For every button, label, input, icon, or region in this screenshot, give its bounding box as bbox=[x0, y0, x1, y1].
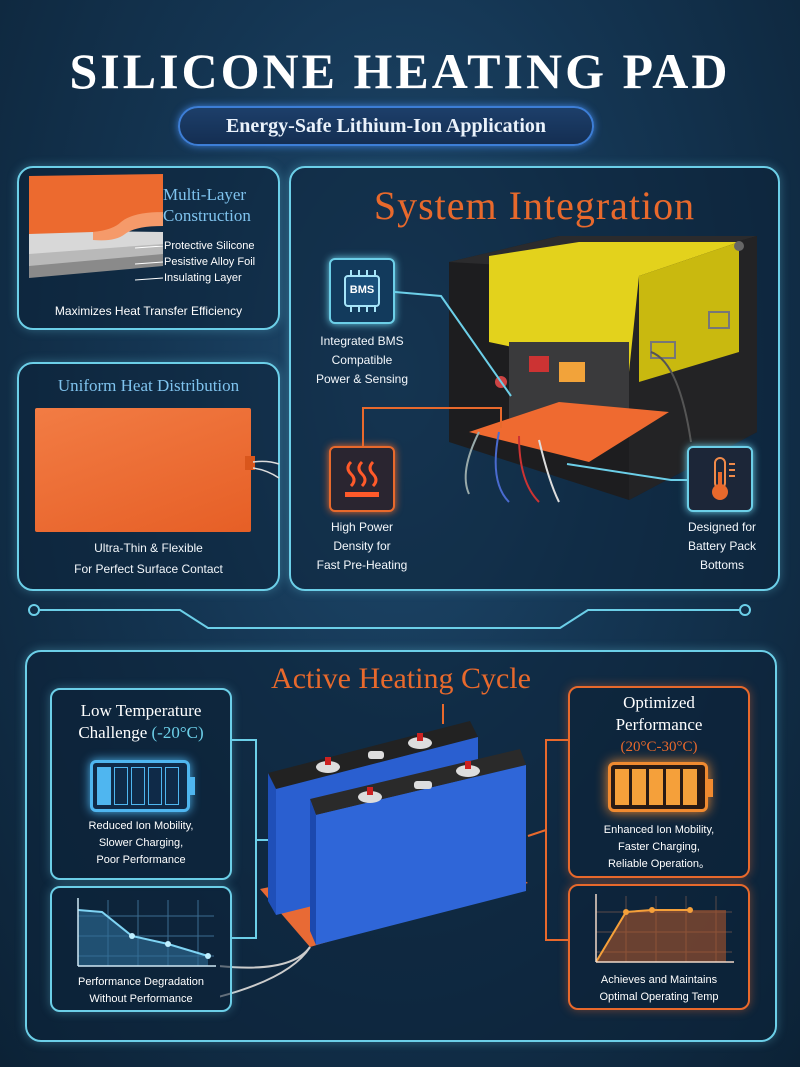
bms-text-1: Integrated BMS bbox=[320, 334, 404, 348]
bms-chip-icon: BMS bbox=[329, 258, 395, 324]
uniform-heat-panel: Uniform Heat Distribution Ultra-Thin & F… bbox=[17, 362, 280, 591]
opt-title-1: Optimized bbox=[623, 693, 695, 712]
design-text-2: Battery Pack bbox=[687, 539, 757, 553]
low-text-2: Slower Charging, bbox=[98, 837, 184, 849]
maintain-graph bbox=[595, 894, 734, 963]
opt-text-3: Reliable Operation。 bbox=[607, 858, 711, 870]
pad-lead-wires bbox=[253, 460, 280, 479]
multi-layer-panel: Multi-Layer Construction Protective Sili… bbox=[17, 166, 280, 330]
power-text-1: High Power bbox=[330, 520, 394, 534]
thermometer-icon bbox=[687, 446, 753, 512]
low-temperature-box: Low Temperature Challenge (-20°C) Reduce… bbox=[50, 688, 232, 880]
subtitle-text: Energy-Safe Lithium-Ion Application bbox=[225, 115, 547, 137]
multi-layer-title-2: Construction bbox=[163, 206, 251, 225]
low-text-3: Poor Performance bbox=[96, 854, 186, 866]
power-text-3: Fast Pre-Heating bbox=[316, 558, 408, 572]
power-text-2: Density for bbox=[333, 539, 391, 553]
design-text-1: Designed for bbox=[687, 520, 757, 534]
system-title: System Integration bbox=[373, 183, 696, 228]
opt-title-2: Performance bbox=[615, 715, 703, 734]
low-title-1: Low Temperature bbox=[80, 701, 202, 720]
cycle-title: Active Heating Cycle bbox=[271, 662, 531, 695]
low-text-1: Reduced Ion Mobility, bbox=[88, 820, 194, 832]
low-title-2: Challenge bbox=[78, 723, 148, 742]
uniform-caption-2: For Perfect Surface Contact bbox=[74, 562, 223, 576]
layer-label-3: Insulating Layer bbox=[164, 272, 242, 284]
bms-text-2: Compatible bbox=[331, 353, 393, 367]
opt-text-1: Enhanced Ion Mobility, bbox=[603, 824, 715, 836]
opt-text-2: Faster Charging, bbox=[618, 841, 700, 853]
bms-icon-label: BMS bbox=[349, 284, 375, 296]
multi-layer-title-1: Multi-Layer bbox=[163, 185, 247, 204]
degrade-text-2: Without Performance bbox=[89, 993, 193, 1005]
heating-pad-image bbox=[35, 408, 251, 532]
multi-layer-caption: Maximizes Heat Transfer Efficiency bbox=[54, 304, 243, 318]
layer-label-2: Pesistive Alloy Foil bbox=[164, 256, 256, 268]
subtitle-badge: Energy-Safe Lithium-Ion Application bbox=[178, 106, 594, 146]
battery-cells-image bbox=[220, 721, 528, 998]
battery-low-icon bbox=[90, 760, 195, 812]
maintain-text-1: Achieves and Maintains bbox=[600, 974, 718, 986]
low-temp-label: (-20°C) bbox=[151, 723, 204, 742]
battery-full-icon bbox=[608, 762, 713, 812]
pad-lead-tab bbox=[245, 456, 255, 470]
page-title: SILICONE HEATING PAD bbox=[69, 43, 731, 99]
opt-temp-label: (20°C-30°C) bbox=[620, 739, 698, 755]
maintain-box: Achieves and Maintains Optimal Operating… bbox=[568, 884, 750, 1010]
layers-illustration bbox=[29, 174, 163, 278]
battery-cabinet-image bbox=[449, 236, 757, 503]
optimized-box: Optimized Performance (20°C-30°C) Enhanc… bbox=[568, 686, 750, 878]
circuit-divider bbox=[28, 604, 751, 629]
heat-waves-icon bbox=[329, 446, 395, 512]
uniform-title: Uniform Heat Distribution bbox=[57, 376, 240, 395]
system-integration-panel: System Integration bbox=[289, 166, 780, 591]
uniform-caption-1: Ultra-Thin & Flexible bbox=[94, 541, 203, 555]
bms-text-3: Power & Sensing bbox=[315, 372, 409, 386]
degradation-box: Performance Degradation Without Performa… bbox=[50, 886, 232, 1012]
layer-leader-lines bbox=[134, 245, 165, 291]
maintain-text-2: Optimal Operating Temp bbox=[599, 991, 719, 1003]
degradation-graph bbox=[77, 898, 216, 967]
callout-lines bbox=[362, 291, 687, 481]
layer-label-1: Protective Silicone bbox=[164, 240, 255, 252]
design-text-3: Bottoms bbox=[699, 558, 744, 572]
degrade-text-1: Performance Degradation bbox=[78, 976, 204, 988]
